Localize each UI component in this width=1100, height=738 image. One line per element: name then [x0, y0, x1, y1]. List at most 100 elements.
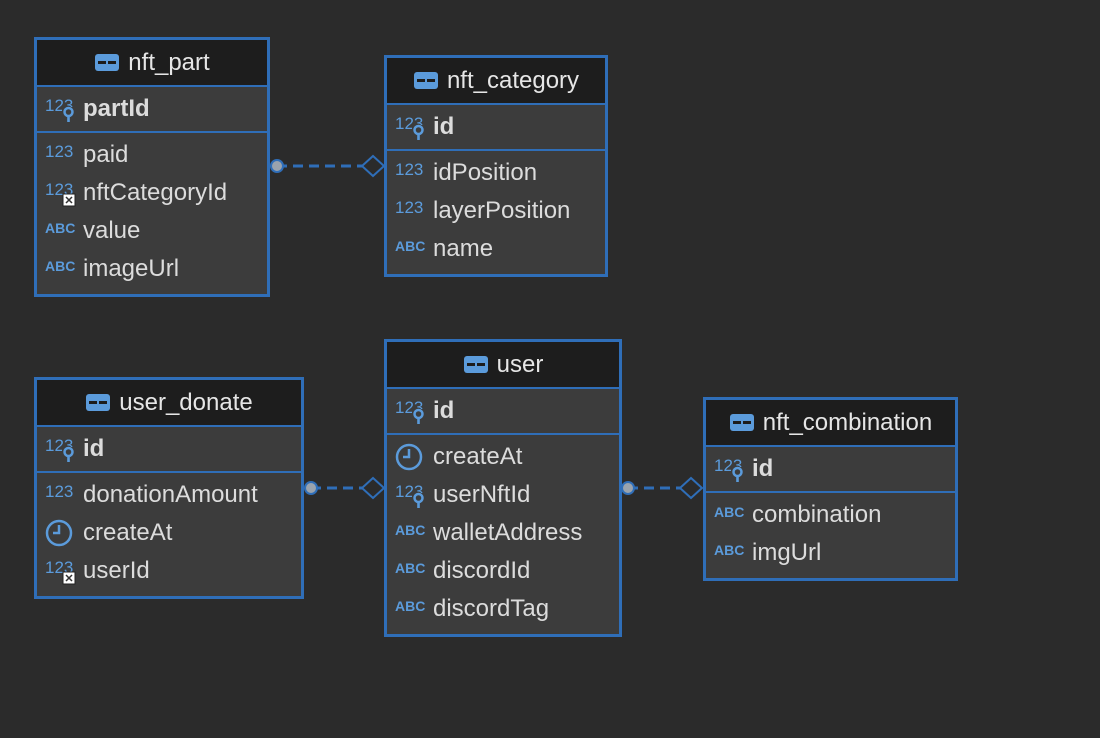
foreign-key-icon: 123 [45, 178, 77, 208]
text-type-icon: ABC [395, 234, 427, 264]
column-name: id [752, 455, 774, 482]
column-name: discordId [433, 557, 531, 584]
numeric-type-icon: 123 [395, 196, 427, 226]
column-walletAddress[interactable]: ABC walletAddress [387, 514, 619, 552]
column-name: id [433, 113, 455, 140]
column-name: nftCategoryId [83, 179, 228, 206]
column-name: name [433, 235, 494, 262]
column-discordTag[interactable]: ABC discordTag [387, 590, 619, 628]
column-createAt[interactable]: createAt [37, 514, 301, 552]
table-icon [463, 355, 489, 374]
primary-key-icon: 123 [45, 434, 77, 464]
column-name: imageUrl [83, 255, 180, 282]
link-origin-dot [621, 481, 635, 495]
svg-text:ABC: ABC [714, 504, 744, 520]
svg-text:123: 123 [395, 160, 423, 179]
table-icon [413, 71, 439, 90]
numeric-type-icon: 123 [45, 480, 77, 510]
svg-text:ABC: ABC [45, 258, 75, 274]
column-donationAmount[interactable]: 123 donationAmount [37, 476, 301, 514]
column-combination[interactable]: ABC combination [706, 496, 955, 534]
table-title: nft_part [128, 48, 210, 76]
column-imageUrl[interactable]: ABC imageUrl [37, 250, 267, 288]
numeric-type-icon: 123 [395, 158, 427, 188]
table-title: user_donate [119, 388, 253, 416]
column-name: discordTag [433, 595, 550, 622]
column-name: createAt [433, 443, 523, 470]
table-header[interactable]: user [387, 342, 619, 387]
column-name: partId [83, 95, 150, 122]
column-name[interactable]: ABC name [387, 230, 605, 268]
primary-key-icon: 123 [714, 454, 746, 484]
link-user-nft_combination[interactable] [621, 476, 704, 500]
link-user_donate-user[interactable] [304, 476, 386, 500]
primary-key-icon: 123 [395, 396, 427, 426]
link-target-diamond [360, 154, 386, 178]
svg-text:ABC: ABC [714, 542, 744, 558]
primary-key-icon: 123 [45, 94, 77, 124]
table-header[interactable]: nft_part [37, 40, 267, 85]
numeric-type-icon: 123 [45, 140, 77, 170]
link-origin-dot [270, 159, 284, 173]
text-type-icon: ABC [395, 518, 427, 548]
table-icon [729, 413, 755, 432]
column-createAt[interactable]: createAt [387, 438, 619, 476]
table-header[interactable]: nft_combination [706, 400, 955, 445]
column-paid[interactable]: 123 paid [37, 136, 267, 174]
text-type-icon: ABC [395, 594, 427, 624]
clock-icon [45, 518, 77, 548]
link-target-diamond [360, 476, 386, 500]
text-type-icon: ABC [714, 500, 746, 530]
column-name: walletAddress [433, 519, 583, 546]
column-name: id [83, 435, 105, 462]
column-name: paid [83, 141, 129, 168]
svg-text:123: 123 [45, 142, 73, 161]
link-nft_part-nft_category[interactable] [270, 154, 386, 178]
svg-text:ABC: ABC [395, 598, 425, 614]
column-name: layerPosition [433, 197, 571, 224]
svg-text:ABC: ABC [395, 238, 425, 254]
svg-text:ABC: ABC [395, 522, 425, 538]
svg-text:123: 123 [45, 482, 73, 501]
table-title: nft_category [446, 66, 580, 94]
column-name: idPosition [433, 159, 538, 186]
table-title: user [496, 350, 544, 378]
column-name: createAt [83, 519, 173, 546]
column-name: combination [752, 501, 882, 528]
text-type-icon: ABC [45, 254, 77, 284]
primary-key-icon: 123 [395, 480, 427, 510]
text-type-icon: ABC [45, 216, 77, 246]
link-origin-dot [304, 481, 318, 495]
table-header[interactable]: nft_category [387, 58, 605, 103]
column-name: donationAmount [83, 481, 258, 508]
column-name: userNftId [433, 481, 531, 508]
column-idPosition[interactable]: 123 idPosition [387, 154, 605, 192]
table-header[interactable]: user_donate [37, 380, 301, 425]
